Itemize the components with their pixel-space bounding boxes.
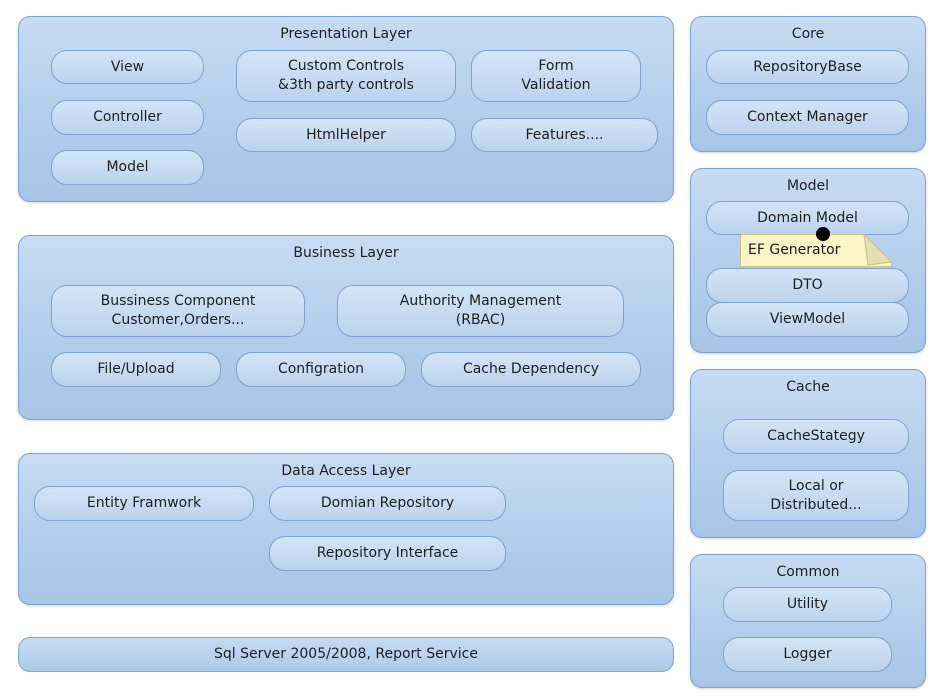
- repository-interface-box: Repository Interface: [269, 536, 506, 571]
- bussiness-component-box: Bussiness Component Customer,Orders...: [51, 285, 305, 337]
- utility-box: Utility: [723, 587, 892, 622]
- htmlhelper-box: HtmlHelper: [236, 118, 456, 152]
- data-access-layer-title: Data Access Layer: [281, 463, 411, 479]
- dto-box: DTO: [706, 268, 909, 303]
- model-panel-title: Model: [786, 178, 830, 194]
- logger-box: Logger: [723, 637, 892, 672]
- entity-framework-box: Entity Framwork: [34, 486, 254, 521]
- file-upload-box: File/Upload: [51, 352, 221, 387]
- business-layer-title: Business Layer: [293, 245, 399, 261]
- configration-box: Configration: [236, 352, 406, 387]
- form-validation-box: Form Validation: [471, 50, 641, 102]
- context-manager-box: Context Manager: [706, 100, 909, 135]
- viewmodel-box: ViewModel: [706, 302, 909, 337]
- connector-dot: [816, 227, 830, 241]
- model-box: Model: [51, 150, 204, 185]
- domian-repository-box: Domian Repository: [269, 486, 506, 521]
- ef-generator-note: EF Generator: [740, 234, 892, 267]
- sql-server-bar: Sql Server 2005/2008, Report Service: [18, 637, 674, 672]
- features-box: Features....: [471, 118, 658, 152]
- controller-box: Controller: [51, 100, 204, 135]
- ef-generator-label: EF Generator: [748, 242, 841, 258]
- common-title: Common: [776, 564, 840, 580]
- note-shape: [740, 234, 892, 267]
- data-access-layer-panel: Data Access Layer: [18, 453, 674, 605]
- repository-base-box: RepositoryBase: [706, 50, 909, 84]
- cache-title: Cache: [786, 379, 830, 395]
- authority-management-box: Authority Management (RBAC): [337, 285, 624, 337]
- presentation-layer-title: Presentation Layer: [280, 26, 412, 42]
- cache-dependency-box: Cache Dependency: [421, 352, 641, 387]
- core-title: Core: [791, 26, 825, 42]
- custom-controls-box: Custom Controls &3th party controls: [236, 50, 456, 102]
- view-box: View: [51, 50, 204, 84]
- local-distributed-box: Local or Distributed...: [723, 470, 909, 521]
- domain-model-box: Domain Model: [706, 201, 909, 235]
- cache-strategy-box: CacheStategy: [723, 419, 909, 454]
